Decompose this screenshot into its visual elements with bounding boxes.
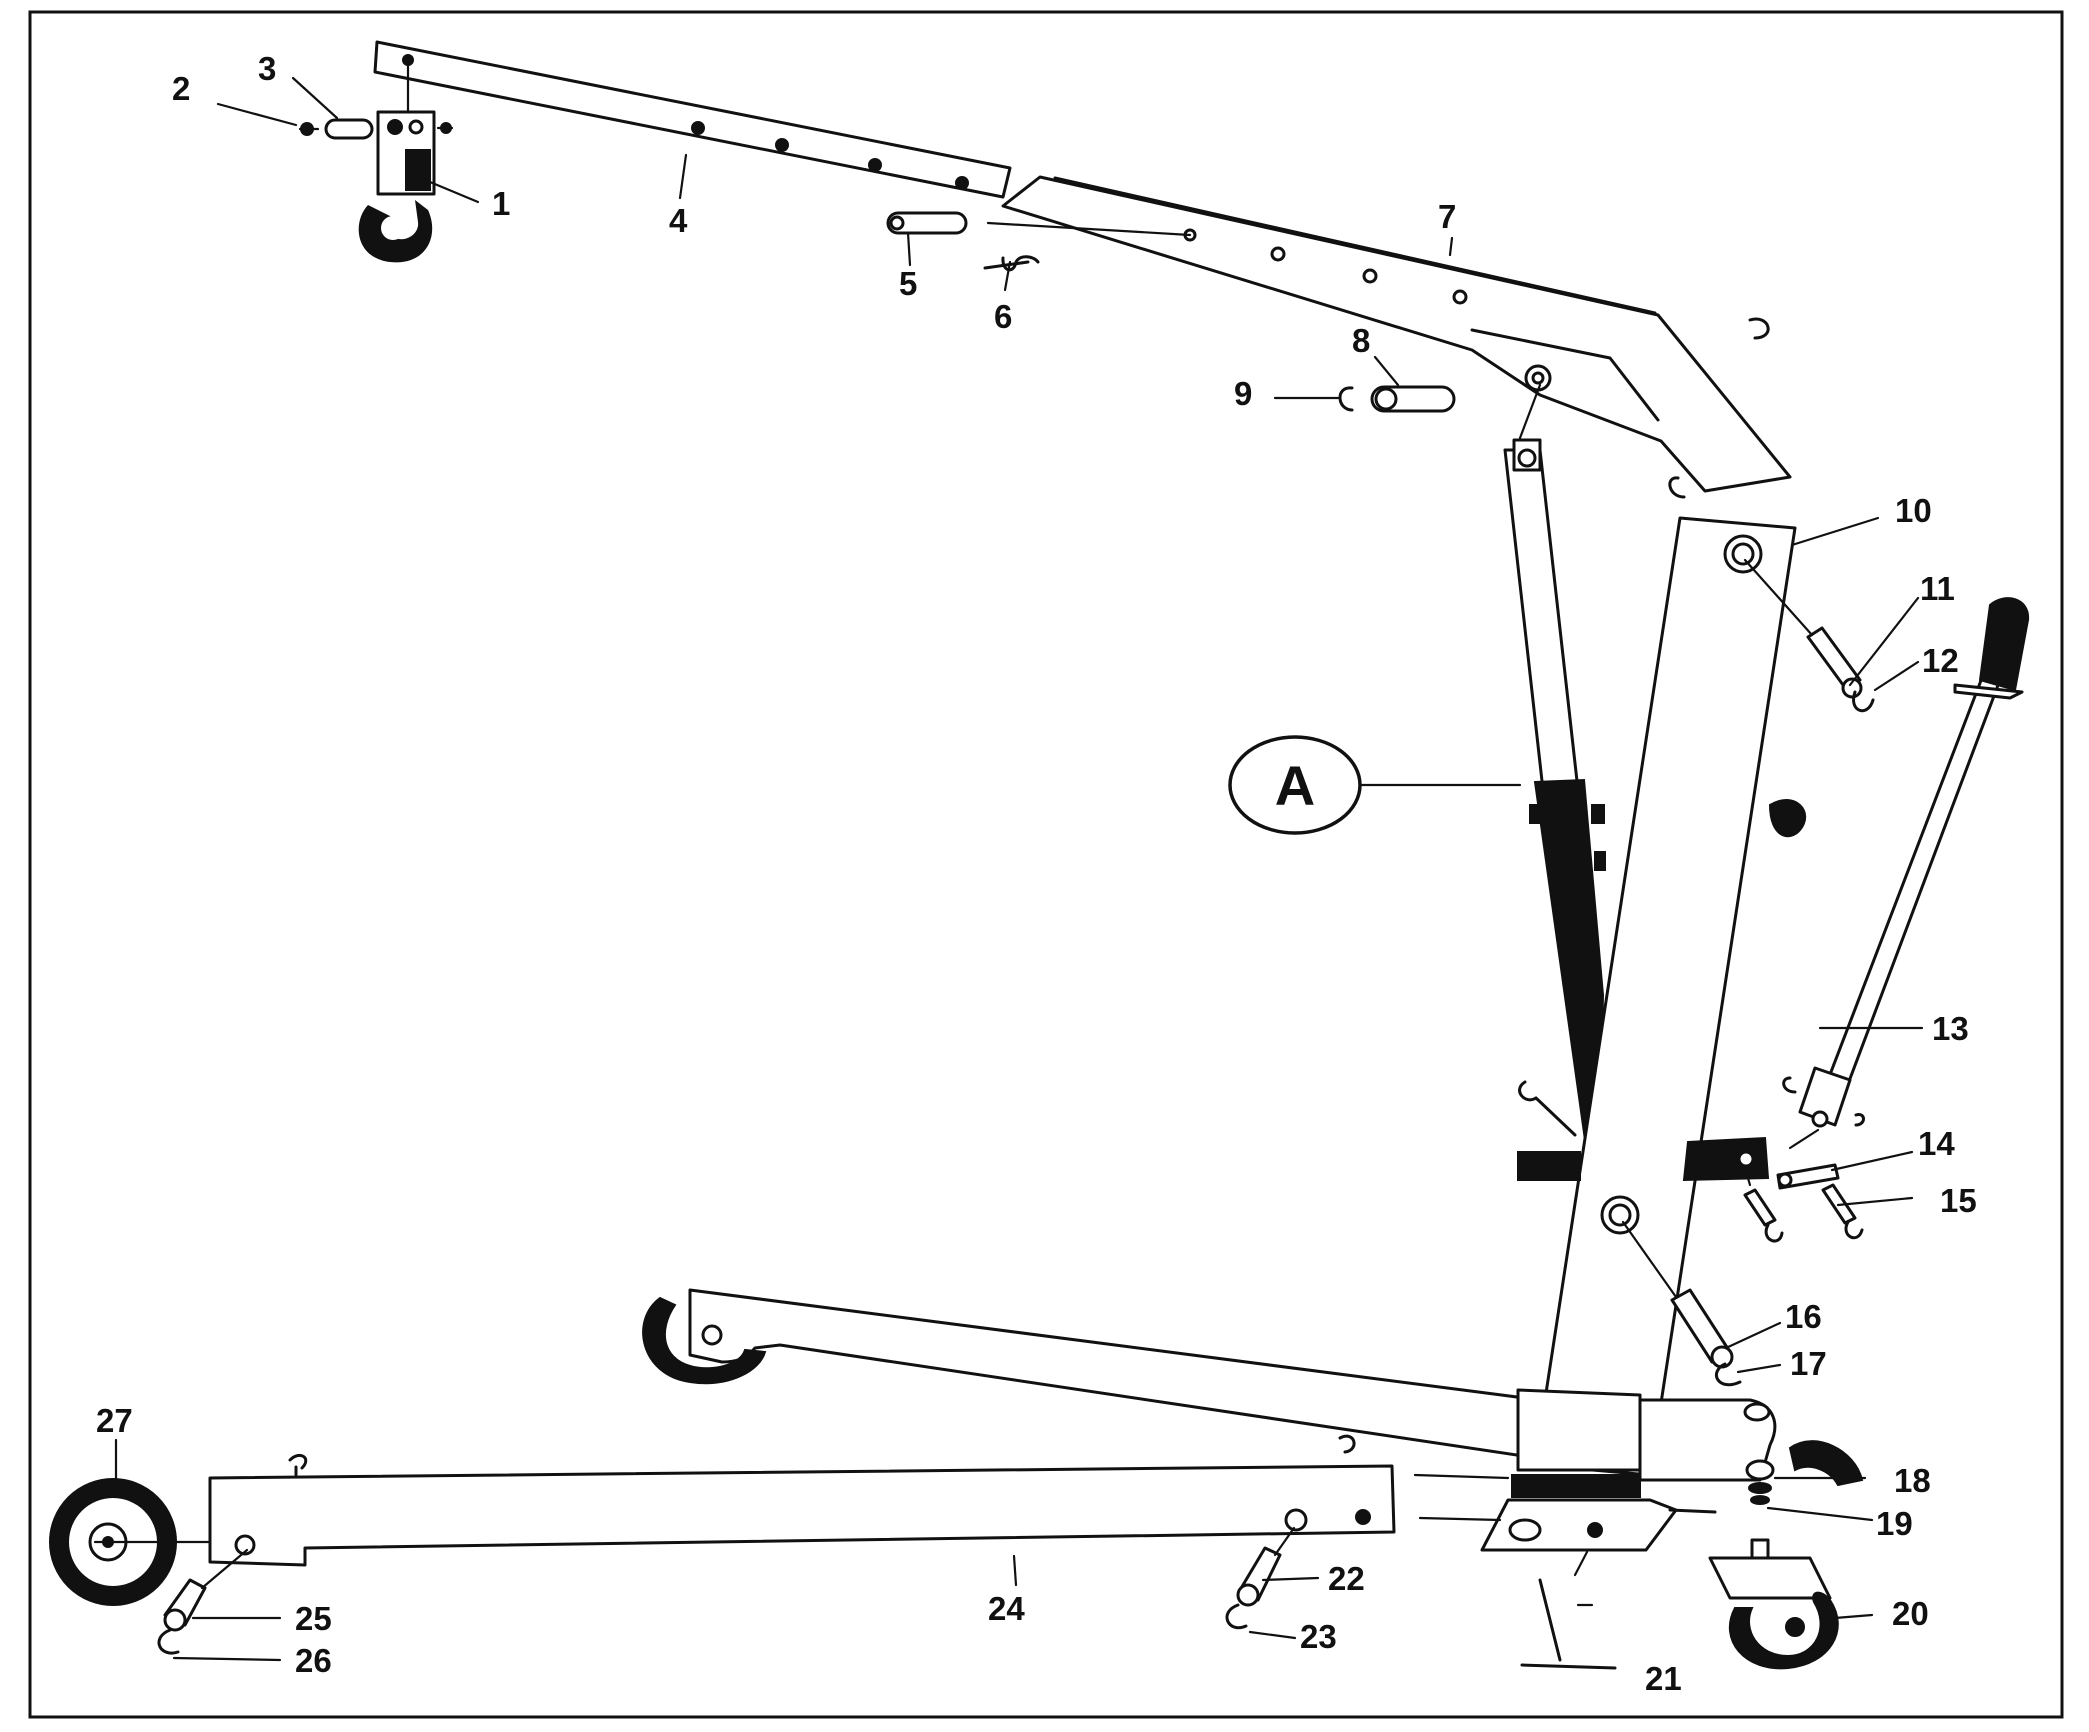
label-15: 15 bbox=[1940, 1182, 1977, 1219]
front-axle-clip bbox=[157, 1628, 180, 1655]
label-6: 6 bbox=[994, 298, 1012, 335]
label-9: 9 bbox=[1234, 375, 1252, 412]
front-wheel bbox=[49, 1478, 212, 1606]
label-20: 20 bbox=[1892, 1595, 1929, 1632]
rear-leg bbox=[642, 1288, 1542, 1459]
label-27: 27 bbox=[96, 1402, 133, 1439]
hook-bolt bbox=[298, 122, 320, 136]
callout-a-letter: A bbox=[1275, 754, 1315, 817]
ram-top-pin bbox=[1370, 385, 1456, 413]
hydraulic-ram bbox=[1503, 438, 1606, 1141]
leg-pin bbox=[1236, 1526, 1296, 1607]
handle-socket bbox=[1776, 1128, 1840, 1190]
label-18: 18 bbox=[1894, 1462, 1931, 1499]
mast-base-clip bbox=[1714, 1362, 1742, 1387]
mast-base-pin bbox=[1621, 1220, 1734, 1369]
label-16: 16 bbox=[1785, 1298, 1822, 1335]
leader-lines bbox=[114, 76, 1924, 1662]
label-13: 13 bbox=[1932, 1010, 1969, 1047]
boom-clip bbox=[983, 255, 1040, 272]
label-10: 10 bbox=[1895, 492, 1932, 529]
caster-nut bbox=[1745, 1459, 1867, 1505]
label-3: 3 bbox=[258, 50, 276, 87]
base-frame bbox=[1413, 1388, 1777, 1552]
swivel-caster bbox=[1708, 1440, 1864, 1670]
label-8: 8 bbox=[1352, 322, 1370, 359]
mast-top-pin bbox=[1743, 558, 1863, 699]
mast-top-clip bbox=[1668, 476, 1686, 499]
label-12: 12 bbox=[1922, 642, 1959, 679]
leg-clip bbox=[1225, 1603, 1248, 1630]
label-11: 11 bbox=[1920, 570, 1955, 607]
front-leg bbox=[208, 1434, 1396, 1567]
front-wheel-axle bbox=[163, 1548, 249, 1632]
label-4: 4 bbox=[669, 202, 688, 239]
label-7: 7 bbox=[1438, 198, 1456, 235]
mast-top-clip bbox=[1852, 690, 1875, 713]
label-2: 2 bbox=[172, 70, 190, 107]
hook-assembly bbox=[358, 54, 436, 263]
label-21: 21 bbox=[1645, 1660, 1682, 1697]
diagram-border bbox=[28, 10, 2064, 1719]
pump-base bbox=[1517, 1080, 1770, 1182]
boom-pin bbox=[886, 211, 968, 235]
label-19: 19 bbox=[1876, 1505, 1913, 1542]
label-1: 1 bbox=[492, 185, 510, 222]
boom-end-clip bbox=[1748, 317, 1770, 340]
base-bolt bbox=[1520, 1550, 1617, 1670]
label-23: 23 bbox=[1300, 1618, 1337, 1655]
label-17: 17 bbox=[1790, 1345, 1827, 1382]
callout-a: A bbox=[1228, 735, 1362, 835]
ram-top-clip bbox=[1338, 386, 1354, 412]
label-25: 25 bbox=[295, 1600, 332, 1637]
part-labels: 1 2 3 4 5 6 7 8 9 10 11 12 13 14 15 16 1… bbox=[96, 50, 1977, 1697]
label-22: 22 bbox=[1328, 1560, 1365, 1597]
pump-handle bbox=[1782, 597, 2030, 1128]
label-5: 5 bbox=[899, 265, 917, 302]
boom-extension bbox=[373, 40, 1012, 199]
label-14: 14 bbox=[1918, 1125, 1955, 1162]
label-26: 26 bbox=[295, 1642, 332, 1679]
label-24: 24 bbox=[988, 1590, 1025, 1627]
main-boom bbox=[986, 175, 1792, 493]
hook-pin bbox=[324, 118, 454, 140]
